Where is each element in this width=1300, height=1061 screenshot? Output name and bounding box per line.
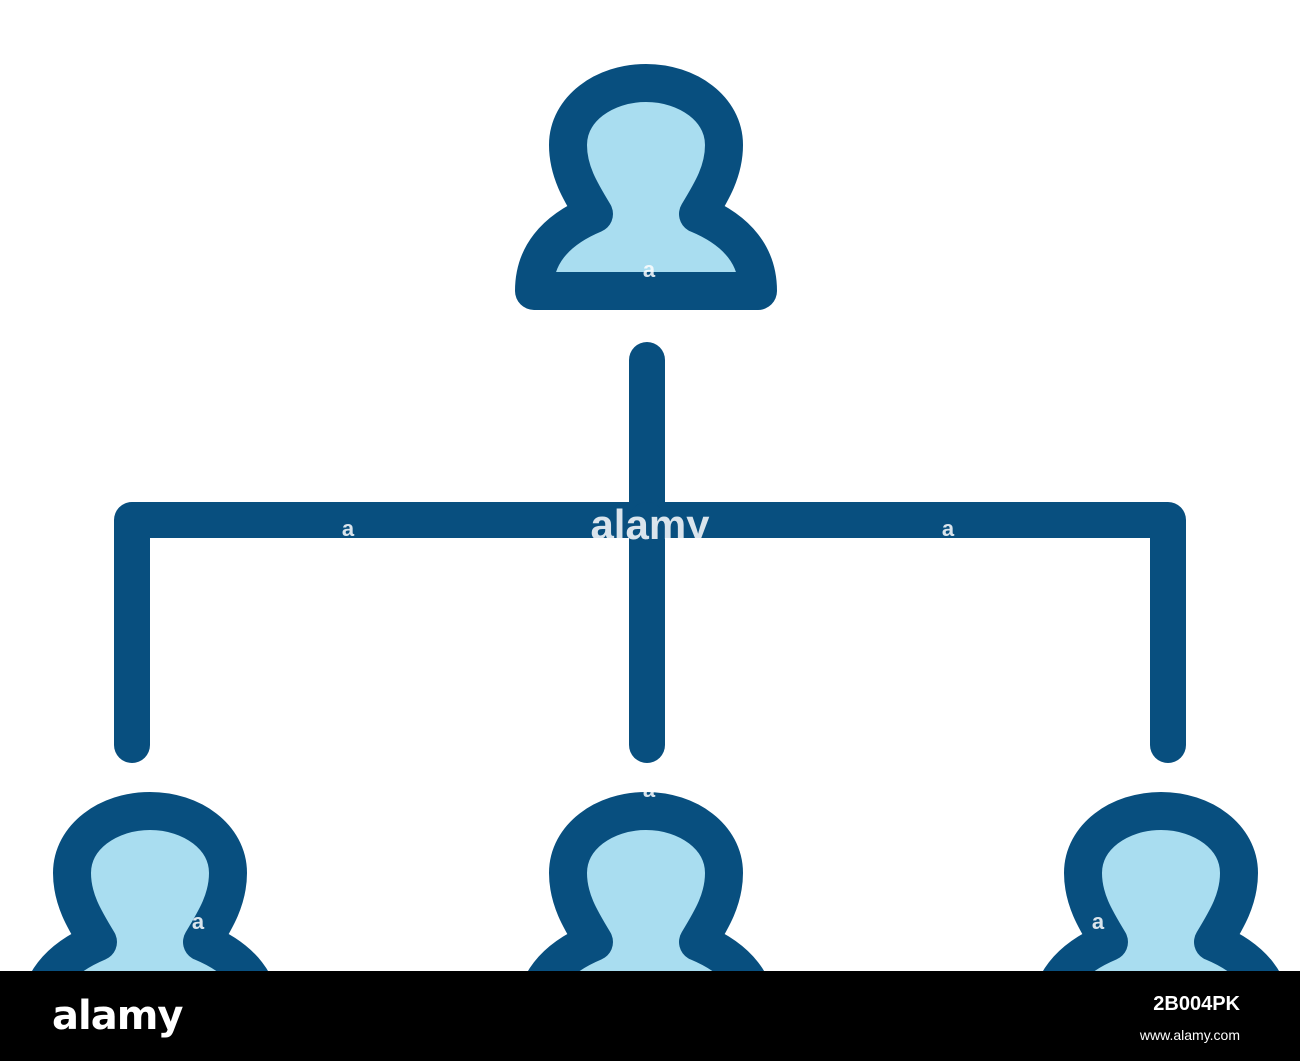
alamy-logo: alamy [52,993,183,1039]
watermark-small-5: a [192,909,205,934]
watermark-small-1: a [643,257,656,282]
watermark-small-4: a [643,777,656,802]
image-id: 2B004PK [1153,993,1240,1015]
watermark-center: alamy [590,501,710,548]
watermark-small-2: a [342,516,355,541]
watermark-small-6: a [1092,909,1105,934]
stock-banner: alamy 2B004PK www.alamy.com [0,971,1300,1061]
site-url: www.alamy.com [1139,1027,1240,1043]
watermark-small-3: a [942,516,955,541]
connector-lines [114,342,1186,763]
